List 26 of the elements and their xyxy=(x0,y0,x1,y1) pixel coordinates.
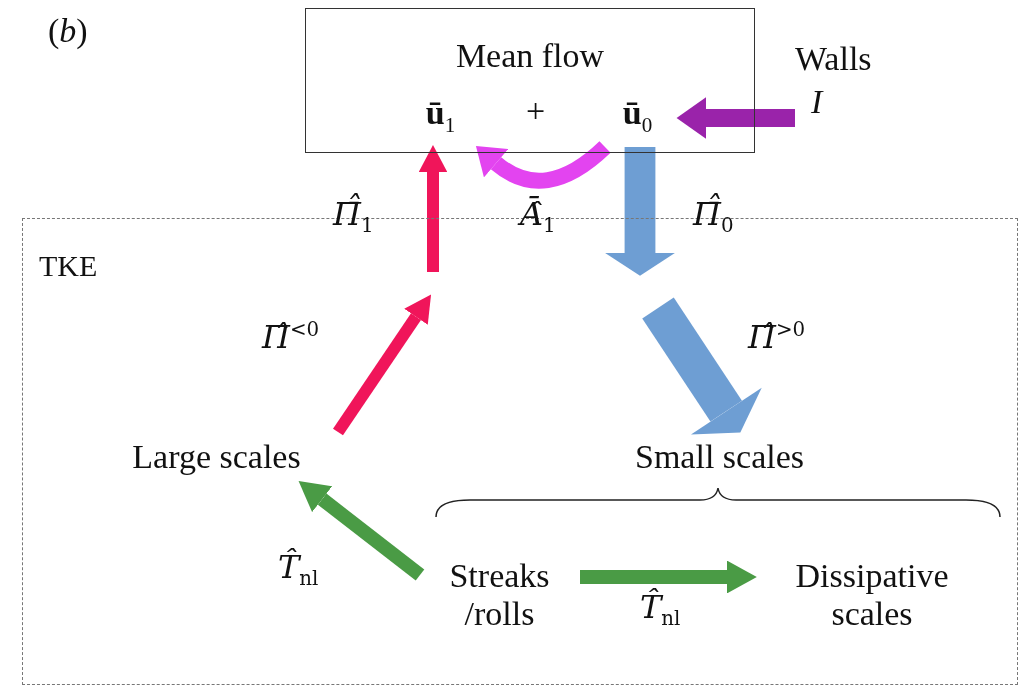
block-arrow xyxy=(333,294,432,436)
block-arrow xyxy=(580,560,757,594)
node-label: Walls I xyxy=(795,40,895,138)
node-label: ū$_{0}$ xyxy=(597,84,678,147)
node-label: Large scales xyxy=(91,431,342,482)
edge-label: T̂$_{nl}$ xyxy=(640,588,681,632)
node-label: Streaks /rolls xyxy=(419,544,580,645)
node-label: Small scales xyxy=(593,431,846,482)
edge-label: Π̄̂$_{0}$ xyxy=(693,195,734,239)
block-arrow xyxy=(676,97,795,139)
edge-label: Π̂$^{>0}$ xyxy=(748,318,806,357)
edge-label: Π̄̂$_{1}$ xyxy=(333,195,374,239)
process-box xyxy=(305,8,755,153)
node-label: ū$_{1}$ xyxy=(404,84,477,147)
block-arrow xyxy=(418,145,448,272)
plus-sign: + xyxy=(526,94,546,128)
block-arrow xyxy=(298,480,425,581)
panel-label: (b) xyxy=(48,14,88,48)
block-arrow xyxy=(605,147,675,276)
node-label: Dissipative scales xyxy=(754,544,990,645)
block-arrow xyxy=(475,141,611,189)
node-label: TKE xyxy=(39,249,98,282)
edge-label: Π̂$^{<0}$ xyxy=(262,318,320,357)
block-arrow xyxy=(642,297,762,435)
node-label: Mean flow xyxy=(454,37,606,75)
edge-label: T̂$_{nl}$ xyxy=(278,548,319,592)
